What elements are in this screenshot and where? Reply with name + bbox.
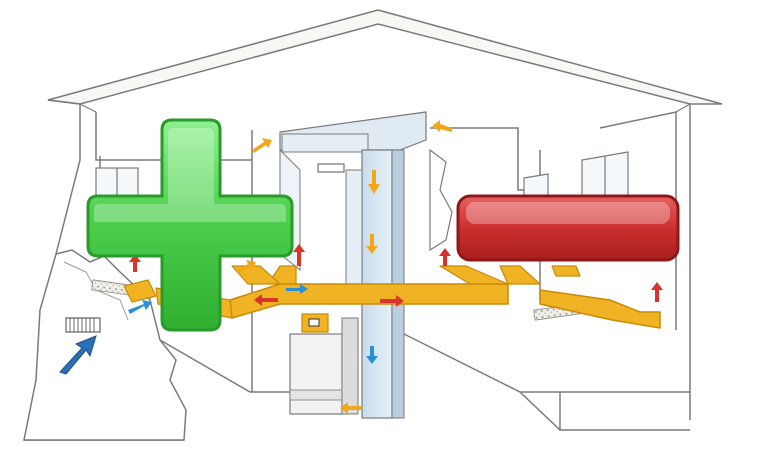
red-arrow-icon	[293, 244, 305, 266]
minus-sign-icon	[456, 194, 680, 262]
air-intake-grille	[65, 317, 101, 333]
right-window	[523, 151, 629, 205]
blue-arrow-icon	[286, 284, 308, 294]
ventilation-shaft	[279, 111, 427, 419]
red-arrow-icon	[129, 254, 141, 272]
red-arrow-icon	[254, 294, 278, 306]
blue-arrow-icon	[366, 346, 378, 364]
airflow-arrows	[59, 120, 663, 414]
red-arrow-icon	[380, 295, 404, 307]
intake-arrow-icon	[59, 335, 97, 375]
red-arrow-icon	[651, 282, 663, 302]
orange-arrow-icon	[432, 120, 452, 132]
orange-arrow-icon	[368, 170, 380, 194]
orange-arrow-icon	[252, 138, 272, 153]
duct-network	[123, 265, 661, 329]
air-handling-unit	[289, 313, 359, 415]
plus-sign-icon	[86, 118, 294, 332]
red-arrow-icon	[439, 248, 451, 266]
cutaway-wall-right	[429, 148, 453, 252]
left-window	[95, 167, 139, 199]
orange-arrow-icon	[340, 402, 362, 414]
blue-arrow-icon	[128, 300, 152, 314]
roof	[47, 9, 723, 113]
orange-arrow-icon	[236, 260, 256, 273]
orange-arrow-icon	[366, 234, 378, 254]
